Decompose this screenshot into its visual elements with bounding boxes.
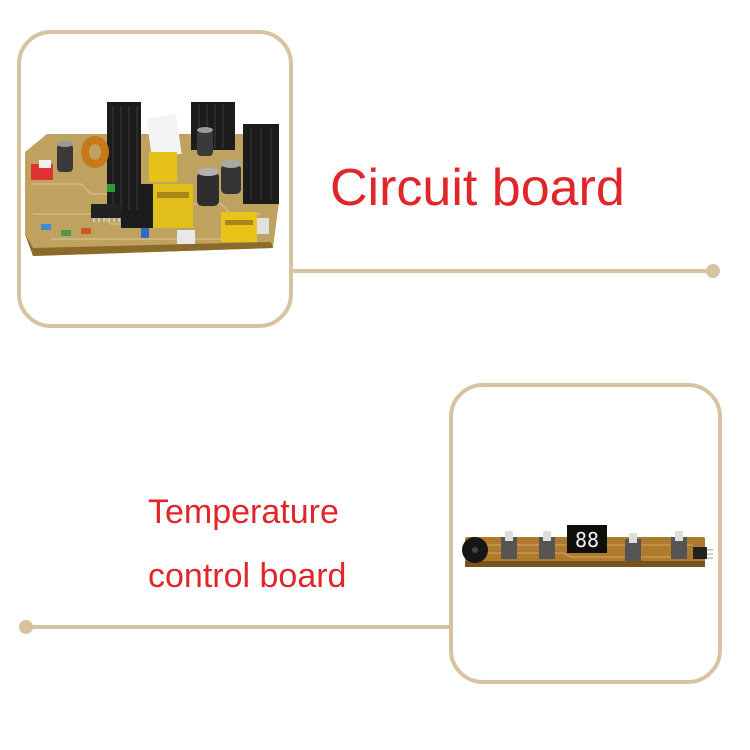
temperature-board-card: 88 [449,383,722,684]
led-display-digits: 88 [575,528,599,552]
connector-dot-bottom [19,620,33,634]
temperature-board-label-line2: control board [148,557,347,595]
connector-line-bottom [26,625,452,629]
connector-line-top [291,269,713,273]
connector-dot-top [706,264,720,278]
circuit-board-card [17,30,293,328]
circuit-board-image [25,102,279,256]
temperature-board-label-line1: Temperature [148,493,339,531]
temperature-board-image: 88 [462,525,713,567]
circuit-board-label: Circuit board [330,159,625,217]
